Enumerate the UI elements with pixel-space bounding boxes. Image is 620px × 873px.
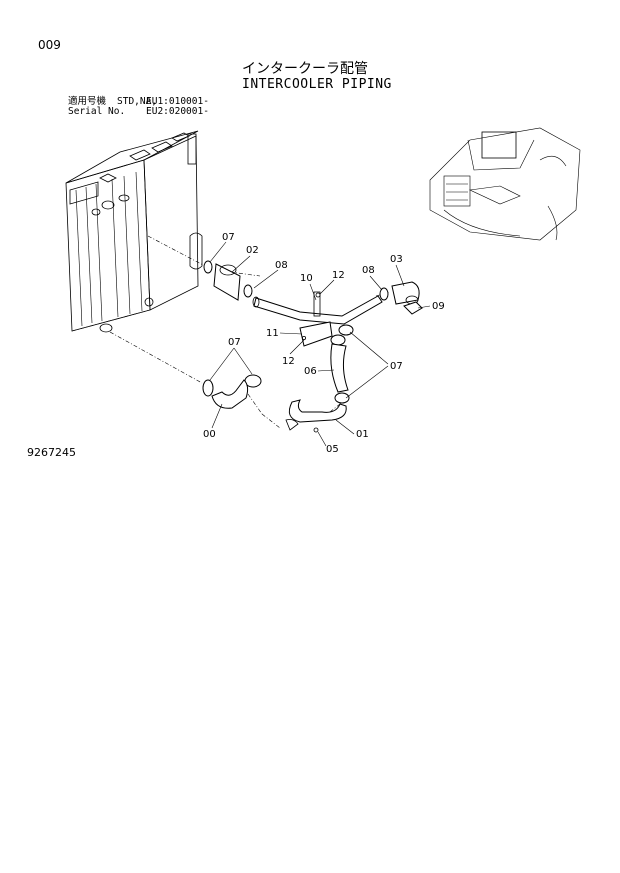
serial-label-japanese: 適用号機 [68, 96, 107, 107]
hose-03 [391, 281, 420, 305]
bracket-11 [299, 321, 333, 347]
leader-lines [109, 235, 391, 429]
callout-12-lower: 12 [282, 356, 295, 367]
hose-00 [211, 379, 249, 409]
callout-11: 11 [266, 328, 279, 339]
upper-hose-set [203, 260, 423, 347]
callout-07-left: 07 [228, 337, 241, 348]
callout-02: 02 [246, 245, 259, 256]
page-number: 009 [38, 38, 61, 52]
lower-right-hose-set [285, 324, 354, 433]
serial-std-models: STD,NA, [117, 96, 158, 107]
callout-00: 00 [203, 429, 216, 440]
hose-clamp-07b [202, 379, 214, 397]
callout-08-left: 08 [275, 260, 288, 271]
callout-03: 03 [390, 254, 403, 265]
callout-05: 05 [326, 444, 339, 455]
callout-07-upper: 07 [222, 232, 235, 243]
pipe-01 [288, 399, 347, 423]
callout-07-right: 07 [390, 361, 403, 372]
callout-08-right: 08 [362, 265, 375, 276]
callout-06: 06 [304, 366, 317, 377]
callout-12-upper: 12 [332, 270, 345, 281]
serial-eu1: EU1:010001- [146, 96, 209, 107]
radiator-assembly [65, 130, 203, 333]
hose-clamp-08 [243, 284, 253, 298]
callout-01: 01 [356, 429, 369, 440]
serial-label-english: Serial No. [68, 106, 126, 117]
callout-09: 09 [432, 301, 445, 312]
document-number: 9267245 [27, 446, 76, 459]
plug-09 [403, 301, 423, 315]
lower-left-hose-set [202, 374, 262, 409]
intercooler-pipe-10 [253, 295, 383, 325]
page-title-japanese: インタークーラ配管 [242, 61, 368, 77]
page-title-english: INTERCOOLER PIPING [242, 77, 392, 92]
hose-clamp-08b [379, 287, 389, 301]
machine-inset [429, 127, 581, 241]
callout-10: 10 [300, 273, 313, 284]
hose-06 [330, 343, 349, 393]
callout-labels: 07 02 08 10 12 08 03 09 11 12 07 06 07 0… [203, 232, 445, 455]
hose-clamp-07 [203, 260, 213, 274]
serial-eu2: EU2:020001- [146, 106, 209, 117]
